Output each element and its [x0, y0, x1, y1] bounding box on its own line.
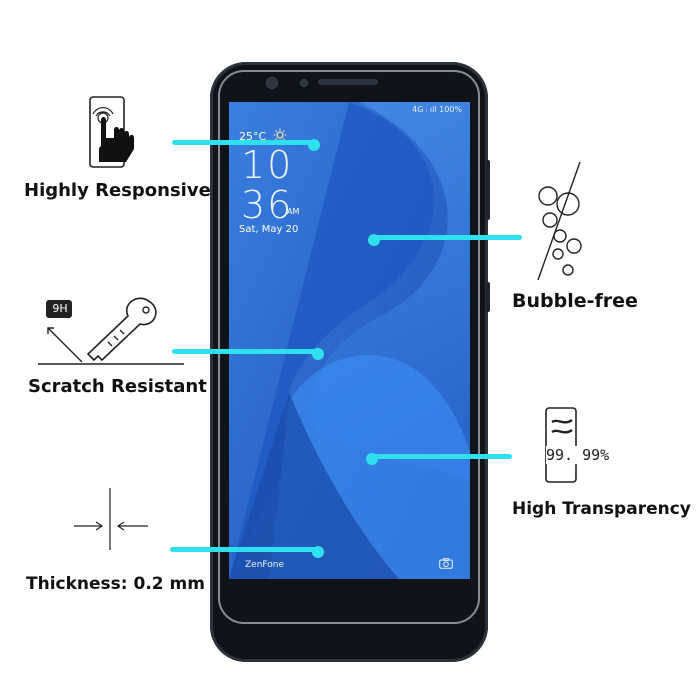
transparency-card-icon [545, 407, 577, 483]
callout-line-thickness [170, 547, 316, 552]
earpiece-speaker [318, 79, 378, 85]
camera-icon[interactable] [439, 558, 453, 569]
temperature: 25°C [239, 130, 267, 143]
feature-bubble-label: Bubble-free [512, 290, 638, 312]
callout-dot-scratch [312, 347, 324, 360]
feature-scratch-label: Scratch Resistant [28, 376, 207, 397]
transparency-value: 99. 99% [546, 446, 610, 464]
bubble-icon [537, 161, 582, 281]
callout-dot-thickness [312, 545, 324, 558]
callout-line-transparency [372, 454, 512, 459]
clock-date: Sat, May 20 [239, 224, 299, 235]
brand-label: ZenFone [245, 560, 285, 570]
status-bar: 4G ᵢ ıll 100% [412, 105, 462, 114]
screen-protector-glass [218, 70, 480, 624]
clock-hour: 10 [241, 143, 294, 187]
front-camera [266, 77, 278, 89]
callout-line-bubble [374, 235, 522, 240]
hardness-badge: 9H [52, 302, 68, 315]
proximity-sensor [300, 79, 308, 87]
feature-responsive-label: Highly Responsive [24, 180, 211, 201]
clock-ampm: AM [287, 207, 300, 216]
touch-finger-icon [89, 96, 134, 168]
phone-screen: 4G ᵢ ıll 100% 25°C 10 36 AM Sat, May 20 … [229, 102, 470, 579]
callout-dot-bubble [368, 233, 380, 246]
callout-line-responsive [172, 140, 312, 145]
callout-dot-transparency [366, 452, 378, 465]
wallpaper-art [229, 102, 470, 579]
thickness-arrows-icon [74, 488, 148, 550]
callout-line-scratch [172, 349, 318, 354]
feature-transparency-label: High Transparency [512, 499, 691, 519]
scratch-key-icon [38, 297, 184, 365]
clock-minute: 36 [241, 183, 294, 227]
feature-thickness-label: Thickness: 0.2 mm [26, 574, 205, 594]
callout-dot-responsive [308, 138, 320, 151]
phone-side-button-top [486, 160, 490, 220]
phone-side-button-bottom [486, 282, 490, 312]
